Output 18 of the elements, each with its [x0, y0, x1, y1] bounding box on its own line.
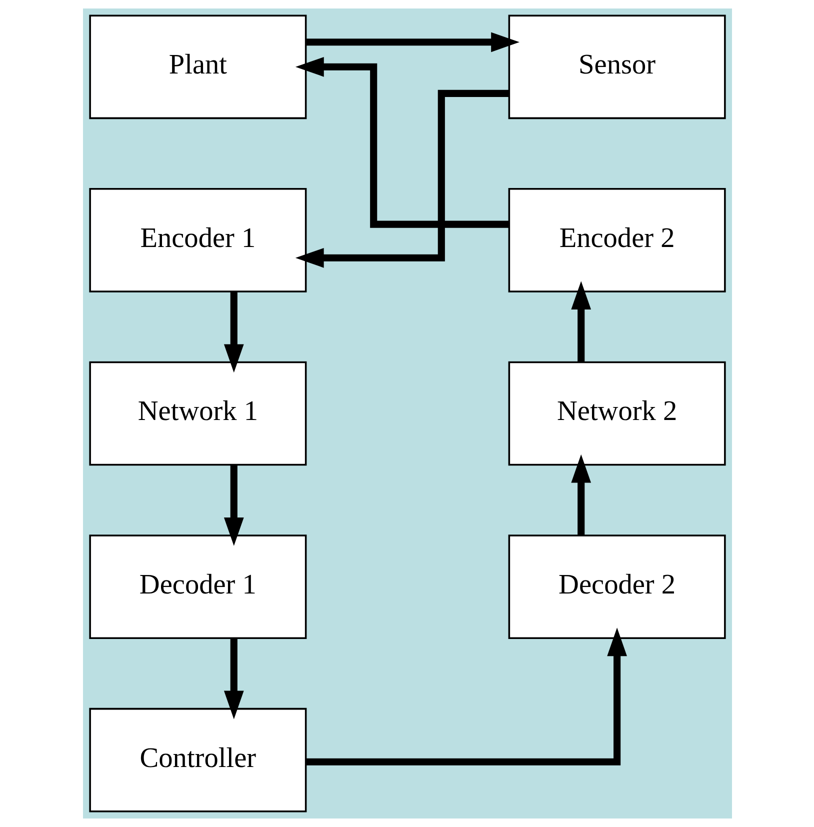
node-box: Encoder 2 — [508, 188, 726, 292]
arrow — [570, 454, 591, 536]
node-box: Network 1 — [88, 361, 306, 466]
arrow — [305, 628, 626, 766]
arrow — [294, 56, 508, 228]
arrow — [223, 638, 244, 720]
arrow — [570, 281, 591, 362]
node-box: Decoder 1 — [88, 534, 306, 639]
node-box: Encoder 1 — [88, 188, 306, 292]
arrow — [223, 465, 244, 546]
node-box: Plant — [88, 14, 306, 120]
arrow — [223, 292, 244, 373]
arrow — [305, 32, 519, 52]
arrow — [294, 90, 508, 268]
node-box: Controller — [88, 708, 306, 812]
node-box: Sensor — [508, 14, 726, 120]
node-box: Network 2 — [508, 361, 726, 466]
node-box: Decoder 2 — [508, 534, 726, 639]
